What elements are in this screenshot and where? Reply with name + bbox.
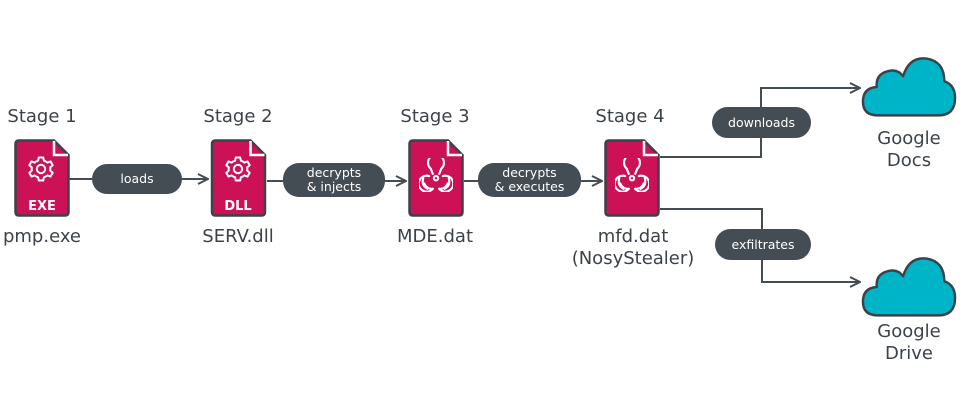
stage-2-badge: DLL [224,199,251,214]
target-google-drive-line1: Google [877,321,941,342]
stage-3-file-icon [408,139,464,217]
edge-label-text: & injects [306,179,362,194]
edge-label-text: decrypts [306,165,362,180]
edge-label-text: decrypts [502,165,557,180]
cloud-icon-google-drive [861,257,957,317]
stage-3-filename: MDE.dat [397,226,473,247]
stage-4-title: Stage 4 [595,106,665,127]
target-google-docs-line2: Docs [886,150,932,171]
edge-label-exfiltrates: exfiltrates [715,229,811,260]
stage-3-title: Stage 3 [400,106,470,127]
cloud-icon-google-docs [861,57,957,117]
edge-label-text: loads [120,171,154,186]
stage-1-filename: pmp.exe [2,226,82,247]
target-google-docs-line1: Google [877,128,941,149]
edge-label-decrypts-injects: decrypts & injects [283,163,385,197]
target-google-drive-line2: Drive [885,343,933,364]
stage-1-badge: EXE [28,199,56,214]
stage-4-filename: mfd.dat [597,226,669,247]
stage-4-filename-sub: (NosyStealer) [571,248,695,269]
stage-2-title: Stage 2 [203,106,273,127]
stage-1-title: Stage 1 [7,106,77,127]
edge-label-text: downloads [728,114,795,130]
edge-label-decrypts-executes: decrypts & executes [478,163,581,197]
edge-label-downloads: downloads [712,107,811,138]
stage-2-filename: SERV.dll [202,226,274,247]
stage-4-file-icon [604,139,660,217]
edge-label-text: & executes [494,179,565,194]
edge-label-text: exfiltrates [731,236,795,252]
edge-label-loads: loads [92,164,182,194]
